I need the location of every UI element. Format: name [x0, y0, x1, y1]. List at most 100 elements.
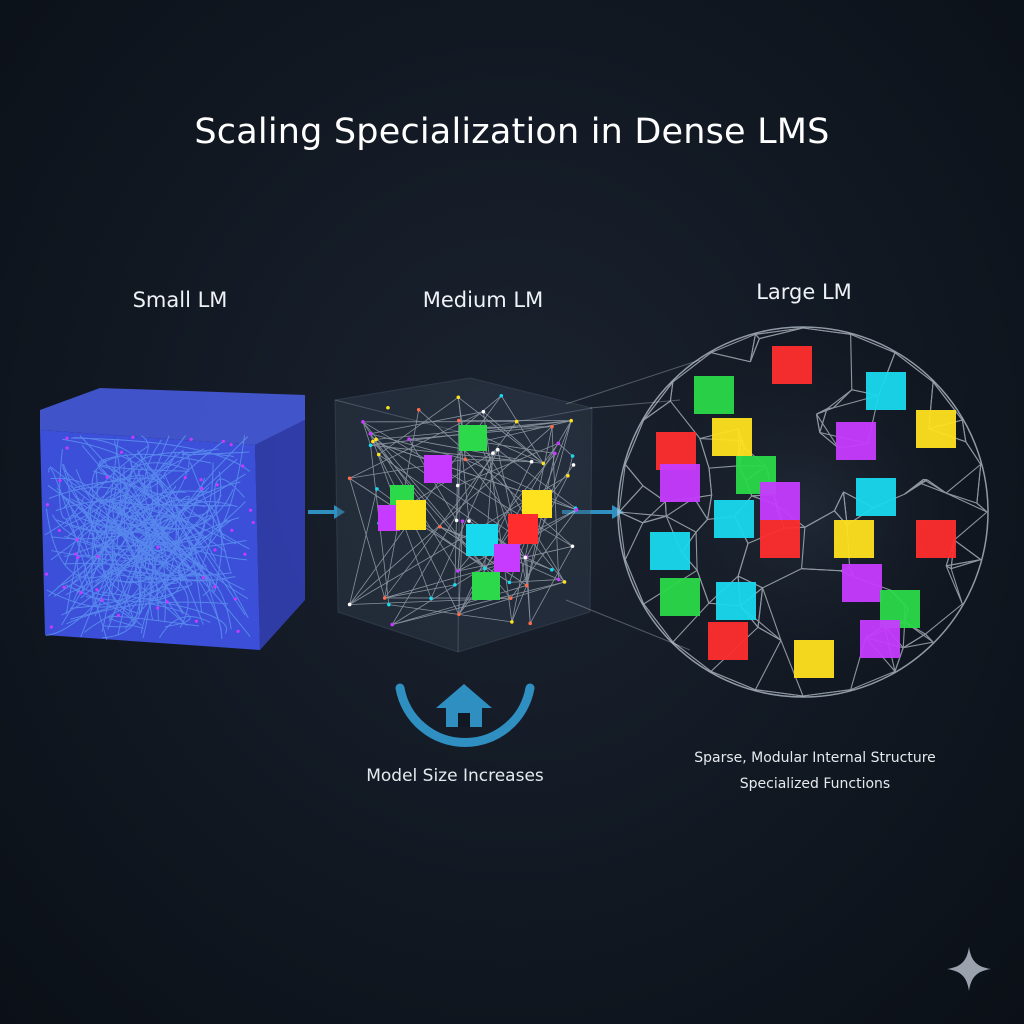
network-edge: [430, 449, 499, 599]
lattice-edge: [618, 485, 644, 513]
lattice-edge: [642, 515, 667, 524]
tangle-node: [96, 554, 100, 559]
network-node: [368, 431, 373, 436]
module-block: [794, 640, 834, 678]
network-node: [387, 602, 391, 607]
lattice-edge: [816, 407, 834, 415]
module-block: [856, 478, 896, 516]
tangle-strand: [151, 519, 214, 592]
tangle-node: [165, 600, 169, 604]
network-edge: [388, 604, 512, 623]
tangle-strand: [123, 465, 144, 526]
lattice-edge: [902, 633, 926, 649]
medium-lm-label: Medium LM: [422, 288, 544, 312]
network-edge: [349, 411, 484, 479]
network-edge: [457, 442, 559, 486]
lattice-edge: [976, 502, 988, 513]
network-edge: [362, 421, 371, 446]
tangle-strand: [80, 491, 187, 638]
tangle-strand: [67, 519, 143, 613]
lattice-edge: [925, 603, 963, 635]
network-node: [562, 580, 567, 584]
tangle-strand: [62, 468, 148, 510]
lattice-edge: [945, 565, 952, 570]
lattice-edge: [618, 511, 626, 560]
tangle-node: [45, 503, 50, 507]
network-edge: [439, 526, 527, 586]
module-block: [860, 620, 900, 658]
tangle-strand: [177, 501, 238, 584]
lattice-edge: [919, 479, 928, 484]
network-edge: [567, 455, 573, 476]
network-edge: [526, 453, 556, 586]
network-edge: [497, 449, 576, 509]
network-node: [457, 612, 461, 617]
network-node: [566, 473, 570, 478]
tangle-strand: [97, 465, 147, 570]
lattice-edge: [695, 519, 708, 533]
tangle-strand: [49, 466, 234, 530]
tangle-strand: [65, 584, 134, 628]
tangle-node: [215, 483, 219, 487]
tangle-node: [57, 528, 61, 533]
lattice-edge: [749, 334, 756, 362]
network-edge: [392, 581, 565, 625]
tangle-node: [74, 552, 78, 556]
module-block: [378, 505, 400, 531]
tangle-strand: [84, 564, 207, 633]
lattice-edge: [804, 510, 835, 528]
lattice-edge: [696, 570, 710, 604]
network-edge: [558, 443, 573, 457]
network-node: [455, 569, 460, 573]
lattice-edge: [710, 333, 756, 354]
network-edge: [480, 441, 555, 454]
module-block: [522, 490, 552, 518]
network-node: [386, 405, 390, 410]
tangle-strand: [71, 437, 250, 472]
lattice-edge: [894, 352, 934, 383]
tangle-strand: [145, 602, 191, 628]
lattice-edge: [672, 352, 712, 383]
lattice-edge: [710, 352, 751, 363]
lattice-edge: [757, 626, 782, 641]
network-node: [390, 622, 395, 627]
network-node: [454, 518, 459, 523]
lattice-edge: [624, 419, 645, 465]
network-node: [407, 437, 411, 441]
lattice-edge: [749, 338, 760, 362]
module-block: [716, 582, 756, 620]
tangle-node: [58, 478, 62, 483]
module-block: [494, 544, 520, 572]
lattice-edge: [665, 515, 697, 533]
tangle-node: [75, 537, 79, 542]
tangle-strand: [146, 492, 227, 553]
network-node: [453, 583, 457, 587]
tangle-strand: [44, 435, 149, 536]
module-block: [842, 564, 882, 602]
tangle-strand: [107, 500, 178, 630]
tangle-strand: [134, 458, 238, 583]
page-title: Scaling Specialization in Dense LMS: [194, 112, 830, 152]
network-node: [416, 408, 421, 412]
network-node: [376, 452, 381, 457]
lattice-edge: [801, 568, 841, 572]
tangle-strand: [102, 449, 184, 626]
network-node: [570, 544, 575, 549]
tangle-strand: [95, 535, 207, 547]
tangle-node: [236, 629, 240, 633]
tangle-node: [156, 545, 160, 550]
medium-module-blocks: [378, 425, 552, 600]
network-node: [507, 580, 512, 585]
module-block: [866, 372, 906, 410]
network-edge: [526, 545, 573, 558]
lattice-edge: [618, 511, 667, 517]
lattice-edge: [953, 511, 988, 541]
tangle-strand: [189, 462, 226, 539]
module-block: [916, 520, 956, 558]
network-edge: [492, 421, 517, 454]
network-node: [429, 596, 433, 601]
module-block: [694, 376, 734, 414]
tangle-strand: [50, 481, 128, 561]
